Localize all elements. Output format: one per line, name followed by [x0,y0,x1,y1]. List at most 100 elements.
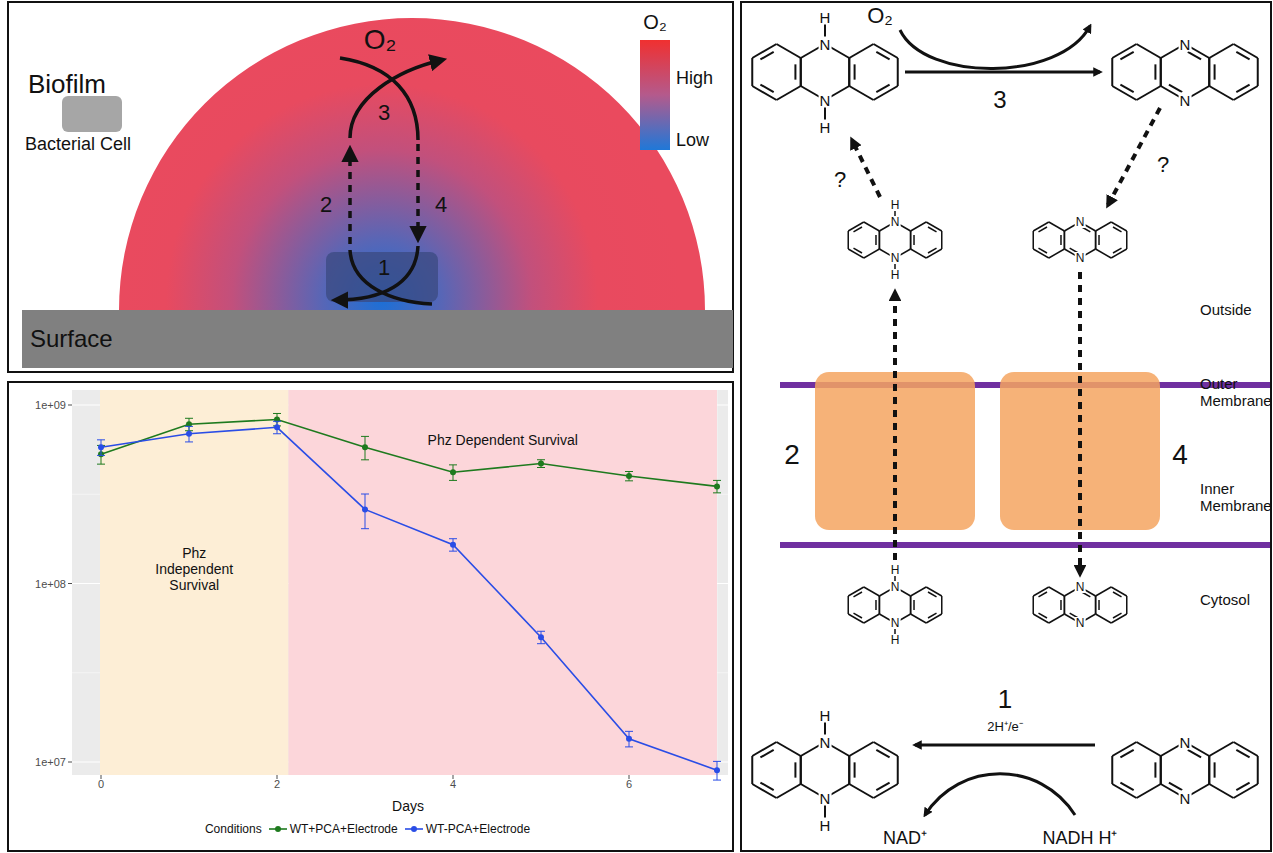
bond [1111,614,1127,623]
data-point [714,483,720,489]
bond [1113,592,1122,597]
bond [1113,248,1122,253]
label: ? [1157,152,1169,177]
atom-label: H [890,269,901,281]
error-bar [449,539,457,551]
data-point [274,424,280,430]
label: 2 [320,192,332,217]
curved-arrow [350,250,432,304]
atom-label: N [890,617,901,629]
bond [1154,762,1156,777]
bond [897,756,899,784]
error-bar [273,421,281,433]
phase-band: Phz Independent Survival [100,390,288,775]
label: 2 [784,439,800,471]
bond [1233,742,1257,756]
axis-label: 6 [626,778,632,791]
bond [911,614,927,623]
bond [1214,64,1216,79]
bond [1113,227,1122,232]
label: 1 [998,685,1012,715]
bond [926,614,942,623]
bond [1095,596,1097,614]
bond [913,235,915,245]
label: 1 [378,255,390,280]
label: Inner Membrane [1200,480,1272,515]
bond [760,52,773,60]
bond [1033,222,1049,231]
bond [910,596,912,614]
data-point [714,767,720,773]
bond [1169,783,1182,791]
bond [1233,86,1257,100]
bond [910,596,912,614]
dashed-arrow [348,150,352,244]
bond [1038,248,1047,253]
bond [876,783,889,791]
error-bar [713,761,721,780]
bond [853,248,862,253]
bond [853,613,862,618]
atom-label: N [890,216,901,228]
reaction-arrow [905,71,1100,74]
bond [849,784,873,798]
bond [910,231,912,249]
bond [864,587,880,596]
panel-frame [8,2,733,372]
axis-label: 1e+09 [35,399,66,412]
label: Outer Membrane [1200,375,1272,410]
bond [848,587,864,596]
bond [800,58,802,86]
bond [1236,750,1249,758]
bond [926,587,942,596]
bond [1112,742,1136,756]
bond [760,783,773,791]
bond [864,249,880,258]
bond [1064,231,1066,249]
bond [1096,587,1112,596]
atom-label: N [1179,93,1192,108]
node-label: Phz Independent Survival [148,545,240,593]
bond [1095,231,1097,249]
bond [864,614,880,623]
bond [1033,587,1049,596]
atom-label: H [819,119,832,134]
bond [928,613,937,618]
atom-label: N [1179,791,1192,806]
bond [1049,614,1065,623]
label: 4 [435,192,447,217]
bond [1208,756,1210,784]
label: 4 [1172,439,1188,471]
bond [1096,249,1112,258]
dashed-arrow [893,292,897,560]
bond [1038,592,1047,597]
inner-membrane [780,542,1270,548]
bond [879,231,881,249]
curved-arrow [350,60,442,138]
data-point [626,473,632,479]
data-point [450,542,456,548]
bond [1160,756,1162,784]
bond [926,222,942,231]
bond [1160,756,1162,784]
bond [848,756,850,784]
bond [879,231,881,249]
atom-label: H [890,634,901,646]
bond [911,587,927,596]
label: O₂ [643,11,666,34]
curved-arrow [340,58,418,140]
node-label: Phz Dependent Survival [428,432,578,448]
phenazine [848,574,942,637]
bond [1236,85,1249,93]
bond [1095,596,1097,614]
atom-label: N [1075,617,1086,629]
data-point [186,431,192,437]
axis-label: 1e+07 [35,756,66,769]
bond [794,762,796,777]
atom-label: N [819,735,832,750]
bond [1033,614,1049,623]
atom-label: N [1179,735,1192,750]
bond [1208,756,1210,784]
bond [849,44,873,58]
bond [1032,596,1034,614]
